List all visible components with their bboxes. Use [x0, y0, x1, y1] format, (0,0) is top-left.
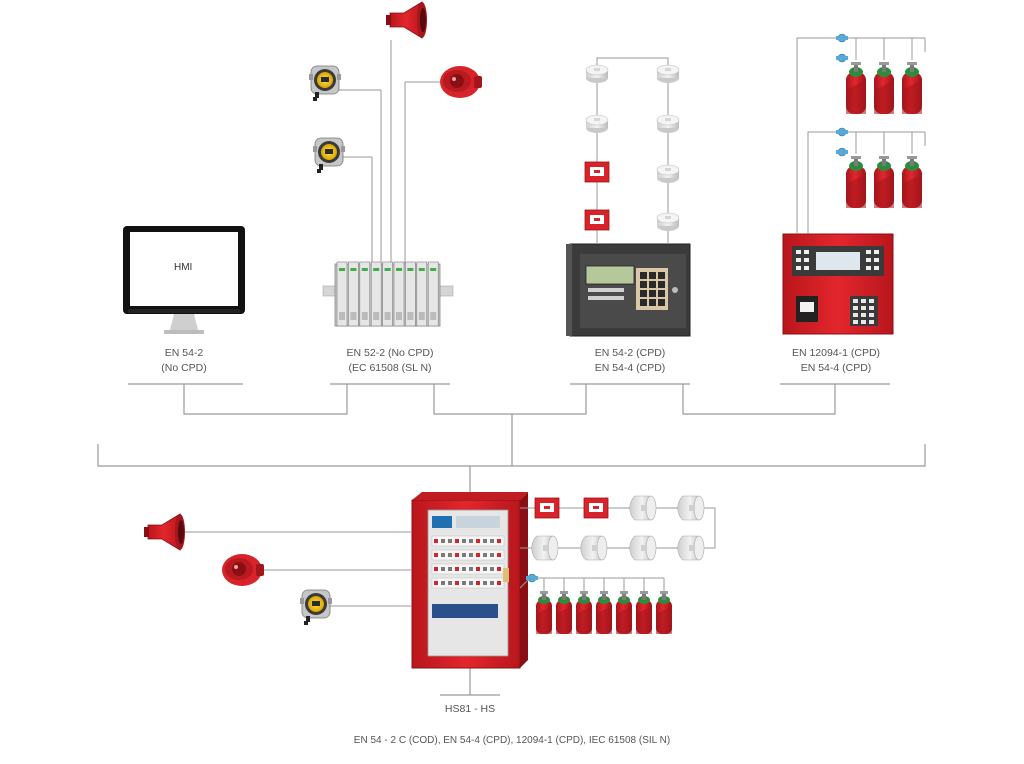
manual-call-point-icon — [584, 161, 610, 183]
flame-detector-icon — [440, 66, 482, 98]
gas-controller-rack — [322, 40, 454, 327]
hmi-monitor — [123, 226, 245, 334]
extinguishing-panel — [782, 233, 894, 335]
extinguishing-panel-label-line2: EN 54-4 (CPD) — [800, 362, 872, 374]
main-cabinet — [411, 492, 528, 669]
gas-detector-icon — [312, 137, 346, 174]
gas-controller-label: EN 52-2 (No CPD) (EC 61508 (SL N) — [320, 346, 460, 376]
hmi-label: EN 54-2 (No CPD) — [134, 346, 234, 376]
footer-standards: EN 54 - 2 C (COD), EN 54-4 (CPD), 12094-… — [353, 735, 671, 746]
fire-panel-label: EN 54-2 (CPD) EN 54-4 (CPD) — [570, 346, 690, 376]
gas-cylinder-icon — [874, 156, 894, 208]
valve-icon — [835, 147, 849, 157]
valve-icon — [835, 53, 849, 63]
smoke-detector-icon — [585, 64, 609, 84]
siren-icon — [385, 1, 428, 39]
valve-icon — [835, 127, 849, 137]
gas-cylinder-icon — [902, 62, 922, 114]
gas-controller-label-line2: (EC 61508 (SL N) — [348, 362, 432, 374]
siren-icon — [143, 513, 186, 551]
fire-alarm-panel — [566, 243, 691, 337]
hmi-label-line2: (No CPD) — [161, 362, 207, 374]
gas-detector-icon — [308, 65, 342, 102]
smoke-detector-icon — [629, 535, 657, 561]
extinguishing-panel-label-line1: EN 12094-1 (CPD) — [791, 347, 881, 359]
smoke-detector-icon — [656, 114, 680, 134]
smoke-detector-icon — [531, 535, 559, 561]
gas-cylinder-icon — [846, 156, 866, 208]
manual-call-point-icon — [534, 497, 560, 519]
network-lines — [97, 383, 926, 696]
gas-cylinder-icon — [556, 591, 572, 634]
valve-icon — [835, 33, 849, 43]
gas-cylinder-icon — [846, 62, 866, 114]
fire-panel-label-line2: EN 54-4 (CPD) — [594, 362, 666, 374]
cylinder-bank — [830, 33, 926, 114]
extinguishing-panel-label: EN 12094-1 (CPD) EN 54-4 (CPD) — [776, 346, 896, 376]
hmi-screen-label: HMI — [174, 262, 193, 273]
smoke-detector-icon — [585, 114, 609, 134]
gas-cylinder-icon — [616, 591, 632, 634]
gas-cylinder-icon — [636, 591, 652, 634]
hmi-label-line1: EN 54-2 — [164, 347, 204, 359]
gas-cylinder-icon — [874, 62, 894, 114]
cylinder-bank — [830, 127, 926, 208]
gas-cylinder-icon — [576, 591, 592, 634]
flame-detector-icon — [222, 554, 264, 586]
detector-loop — [596, 57, 669, 244]
gas-cylinder-icon — [536, 591, 552, 634]
gas-cylinder-icon — [902, 156, 922, 208]
smoke-detector-icon — [580, 535, 608, 561]
smoke-detector-icon — [656, 64, 680, 84]
gas-cylinder-icon — [656, 591, 672, 634]
manual-call-point-icon — [584, 209, 610, 231]
manual-call-point-icon — [583, 497, 609, 519]
smoke-detector-icon — [629, 495, 657, 521]
gas-controller-label-line1: EN 52-2 (No CPD) — [346, 347, 434, 359]
gas-cylinder-icon — [596, 591, 612, 634]
smoke-detector-icon — [656, 164, 680, 184]
smoke-detector-icon — [677, 535, 705, 561]
gas-detector-icon — [299, 589, 333, 626]
main-cabinet-label: HS81 - HS — [444, 703, 496, 715]
smoke-detector-icon — [656, 212, 680, 232]
smoke-detector-icon — [677, 495, 705, 521]
fire-panel-label-line1: EN 54-2 (CPD) — [594, 347, 666, 359]
